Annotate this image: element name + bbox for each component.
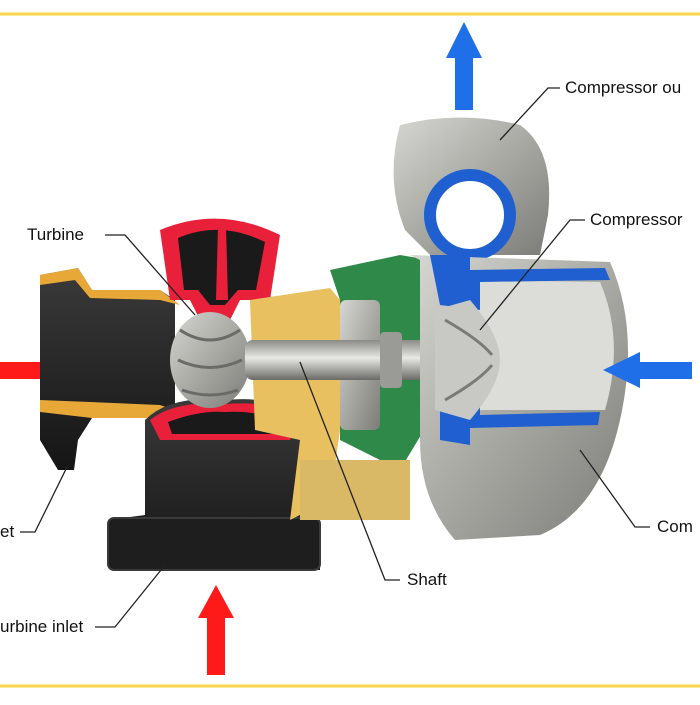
compressor-section-bottom [440,402,600,445]
turbine-volute-bottom-cavity [168,411,282,434]
arrow-right-icon [0,362,40,379]
arrow-left-icon [603,352,692,388]
turbine-outlet-flange-bottom [40,400,175,418]
compressor-wheel [435,300,500,420]
shaft [245,340,450,380]
label-compressor-outlet: Compressor ou [565,78,682,97]
turbine-volute-top-web [216,226,228,300]
turbine-blade-1 [179,328,241,342]
label-turbine: Turbine [27,225,85,244]
turbine-outlet-housing [40,268,175,470]
label-compressor-inlet: Com [657,517,693,536]
leader-shaft [299,361,400,581]
compressor-section-top [430,255,610,310]
turbine-outlet-flange-top [40,268,180,305]
leader-compressor [479,219,585,331]
label-turbine-inlet: urbine inlet [0,617,84,636]
compressor-blade-1 [444,318,494,356]
bearing-lower-oil [300,460,410,520]
arrow-up-hot-icon [198,585,234,675]
leader-turbine [105,234,196,316]
label-shaft: Shaft [407,570,447,589]
arrow-up-icon [446,22,482,110]
compressor-blade-2 [444,364,494,402]
label-compressor: Compressor [590,210,683,229]
shaft-collar [380,332,402,388]
compressor-outlet-port [430,175,510,255]
leader-turbine-outlet [20,464,69,533]
turbine-inlet-flange [107,517,321,571]
leader-compressor-inlet [579,449,650,528]
turbine-blade-2 [177,358,243,369]
label-turbine-outlet: et [0,522,15,541]
leader-turbine-inlet [95,564,166,628]
leader-compressor-outlet [499,87,560,141]
turbine-blade-3 [181,388,239,397]
compressor-inlet-bore [470,280,614,410]
